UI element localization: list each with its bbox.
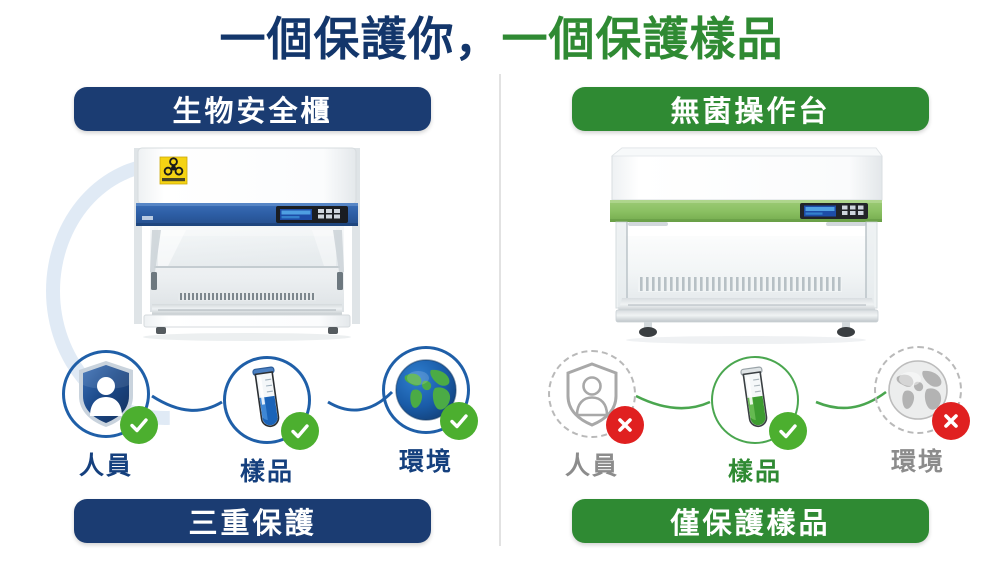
node-label-sample: 樣品 xyxy=(727,458,782,486)
node-label-personnel: 人員 xyxy=(564,452,619,480)
node-label-personnel: 人員 xyxy=(78,452,133,480)
node-label-sample: 樣品 xyxy=(239,458,294,486)
center-divider xyxy=(499,74,501,546)
left-protection-row: 人員 xyxy=(40,340,478,490)
status-badge-check xyxy=(281,412,319,450)
status-badge-check xyxy=(440,402,478,440)
globe-icon xyxy=(888,360,948,420)
node-ring xyxy=(223,356,311,444)
node-ring xyxy=(382,346,470,434)
node-label-environment: 環境 xyxy=(398,448,453,476)
status-badge-check xyxy=(120,406,158,444)
shield-person-icon xyxy=(566,362,618,427)
globe-icon xyxy=(395,359,457,421)
biohazard-warning-label xyxy=(159,156,188,185)
title-part-2: 一個保護樣品 xyxy=(501,13,784,65)
title-part-1: 一個保護你 xyxy=(219,13,455,65)
node-ring xyxy=(711,356,799,444)
status-badge-cross xyxy=(932,402,970,440)
test-tube-icon xyxy=(740,366,768,428)
control-panel xyxy=(276,206,348,223)
shield-person-icon xyxy=(79,361,133,427)
node-ring xyxy=(874,346,962,434)
node-ring xyxy=(548,350,636,438)
status-badge-check xyxy=(769,412,807,450)
right-panel-header: 無菌操作台 xyxy=(572,87,929,131)
node-ring xyxy=(62,350,150,438)
status-badge-cross xyxy=(606,406,644,444)
node-label-environment: 環境 xyxy=(890,448,945,476)
right-protection-row: 人員 xyxy=(530,340,970,490)
title-comma: ， xyxy=(454,13,502,65)
clean-bench-image xyxy=(604,142,889,347)
page-title: 一個保護你，一個保護樣品 xyxy=(0,8,1003,70)
control-panel xyxy=(800,203,868,219)
left-panel-footer: 三重保護 xyxy=(74,499,431,543)
left-panel-header: 生物安全櫃 xyxy=(74,87,431,131)
biosafety-cabinet-image xyxy=(128,144,366,342)
right-panel-footer: 僅保護樣品 xyxy=(572,499,929,543)
test-tube-icon xyxy=(252,366,280,428)
